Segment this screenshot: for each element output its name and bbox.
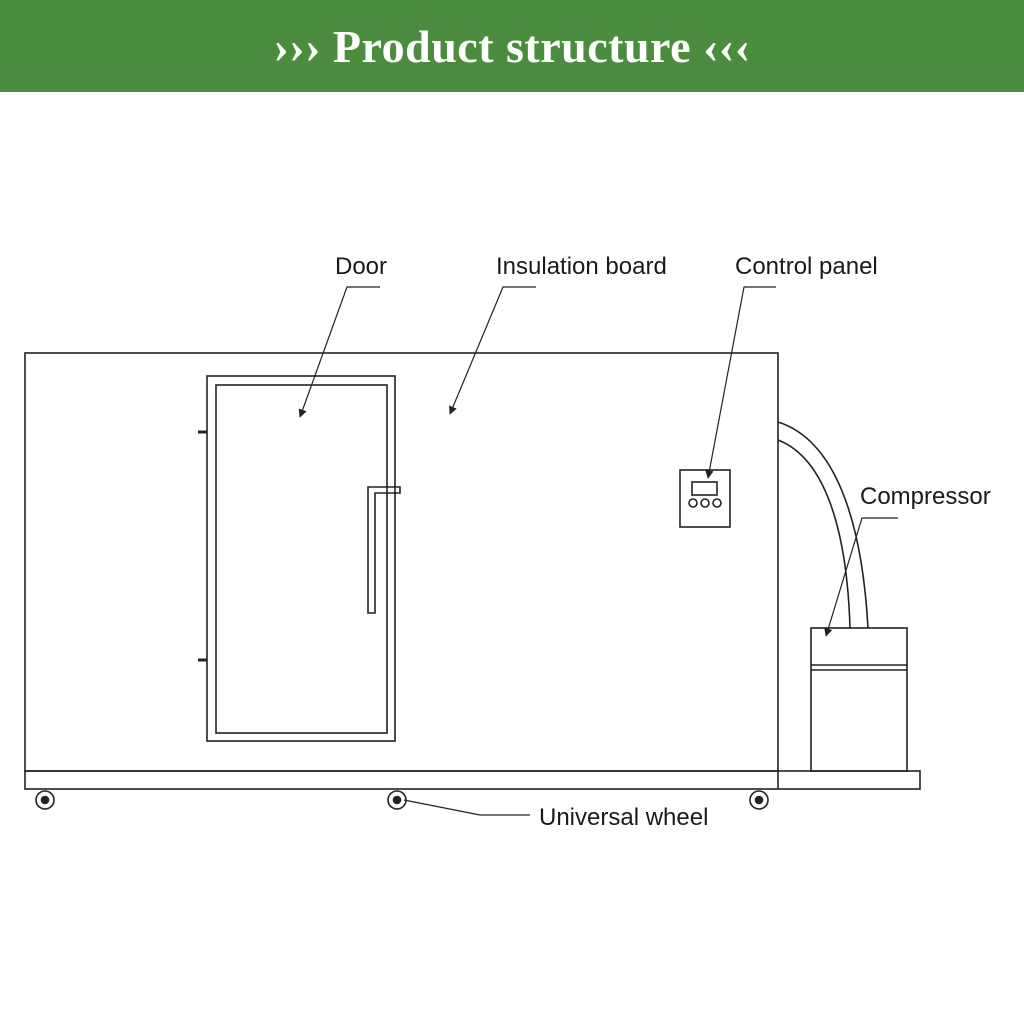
control-panel-display — [691, 481, 718, 496]
refrigerant-pipes — [777, 421, 869, 629]
control-button-3 — [712, 498, 722, 508]
door-frame-outer — [206, 375, 396, 742]
label-universal-wheel: Universal wheel — [539, 804, 708, 831]
wheel-left — [35, 790, 55, 810]
page-title: Product structure — [332, 20, 692, 72]
control-button-2 — [700, 498, 710, 508]
pipe-inner — [777, 439, 851, 629]
header-right-marks: ‹‹‹ — [703, 20, 751, 72]
pipe-outer — [777, 421, 869, 629]
base-rail — [24, 770, 921, 790]
header-left-marks: ››› — [273, 20, 321, 72]
compressor — [810, 627, 908, 772]
control-button-1 — [688, 498, 698, 508]
label-door: Door — [335, 253, 387, 280]
leader-control-panel — [705, 286, 776, 479]
door-handle — [367, 486, 401, 614]
leader-universal-wheel — [403, 799, 530, 816]
wheel-middle — [387, 790, 407, 810]
door — [198, 375, 401, 742]
wheel-right — [749, 790, 769, 810]
leader-door — [298, 286, 380, 418]
control-panel-box — [679, 469, 731, 528]
label-compressor: Compressor — [860, 483, 991, 510]
label-control-panel: Control panel — [735, 253, 878, 280]
header-banner: ››› Product structure ‹‹‹ — [0, 0, 1024, 92]
compressor-body — [810, 627, 908, 772]
door-frame-inner — [215, 384, 388, 734]
leader-insulation-board — [449, 286, 536, 415]
control-panel — [679, 469, 731, 528]
cabinet-body — [24, 352, 779, 772]
label-insulation-board: Insulation board — [496, 253, 667, 280]
leader-compressor — [824, 517, 898, 637]
